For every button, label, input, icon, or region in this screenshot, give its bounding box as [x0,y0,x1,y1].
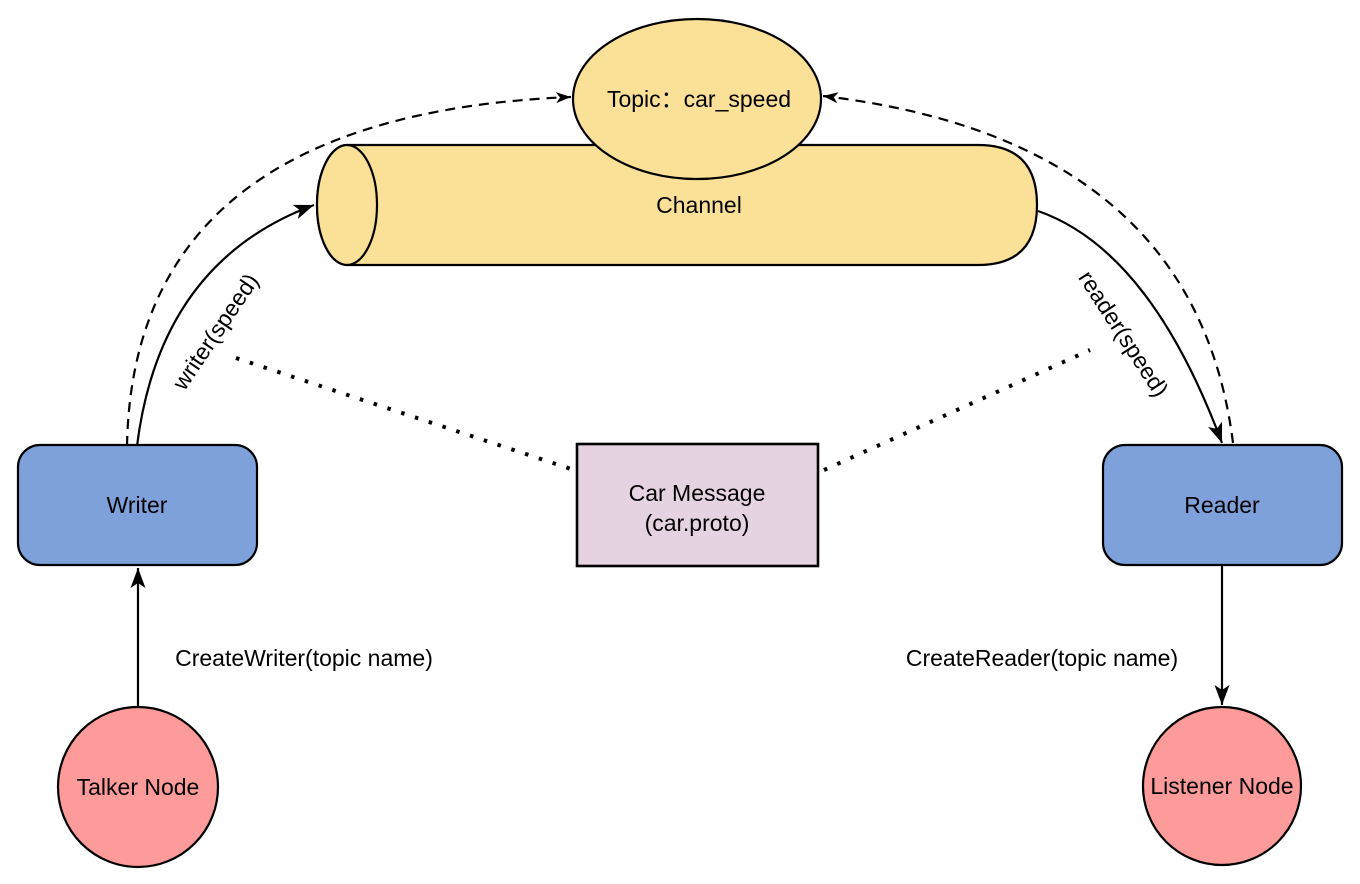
edge-writer-to-channel [135,203,315,447]
topic-ellipse [571,17,823,181]
talker-circle [56,705,220,869]
reader-node [1101,443,1344,567]
reader-rect [1101,443,1344,567]
create-reader-label: CreateReader(topic name) [906,645,1178,671]
talker-label: Talker Node [77,774,200,800]
edge-reader-to-topic [822,92,1235,444]
create-writer-label: CreateWriter(topic name) [175,645,433,671]
reader-speed-label: reader(speed) [1073,266,1173,401]
talker-node [56,705,220,869]
topic-node [571,17,823,181]
car-message-rect [575,442,820,568]
car-message-node [575,442,820,568]
writer-label: Writer [107,492,168,518]
channel-left-cap [315,143,379,267]
writer-speed-label: writer(speed) [167,269,264,396]
topic-label: Topic：car_speed [607,86,791,112]
channel-cylinder [315,143,1039,267]
car-message-label-line1: Car Message [629,480,766,506]
listener-label: Listener Node [1150,773,1293,799]
channel-label: Channel [656,192,742,218]
listener-node [1141,705,1303,867]
reader-label: Reader [1184,492,1260,518]
car-message-label-line2: (car.proto) [645,510,750,536]
edge-writer-to-message [235,356,575,472]
edge-writer-to-topic [125,92,572,447]
listener-circle [1141,705,1303,867]
edge-channel-to-reader [1037,209,1224,444]
edge-message-to-reader [823,348,1091,472]
